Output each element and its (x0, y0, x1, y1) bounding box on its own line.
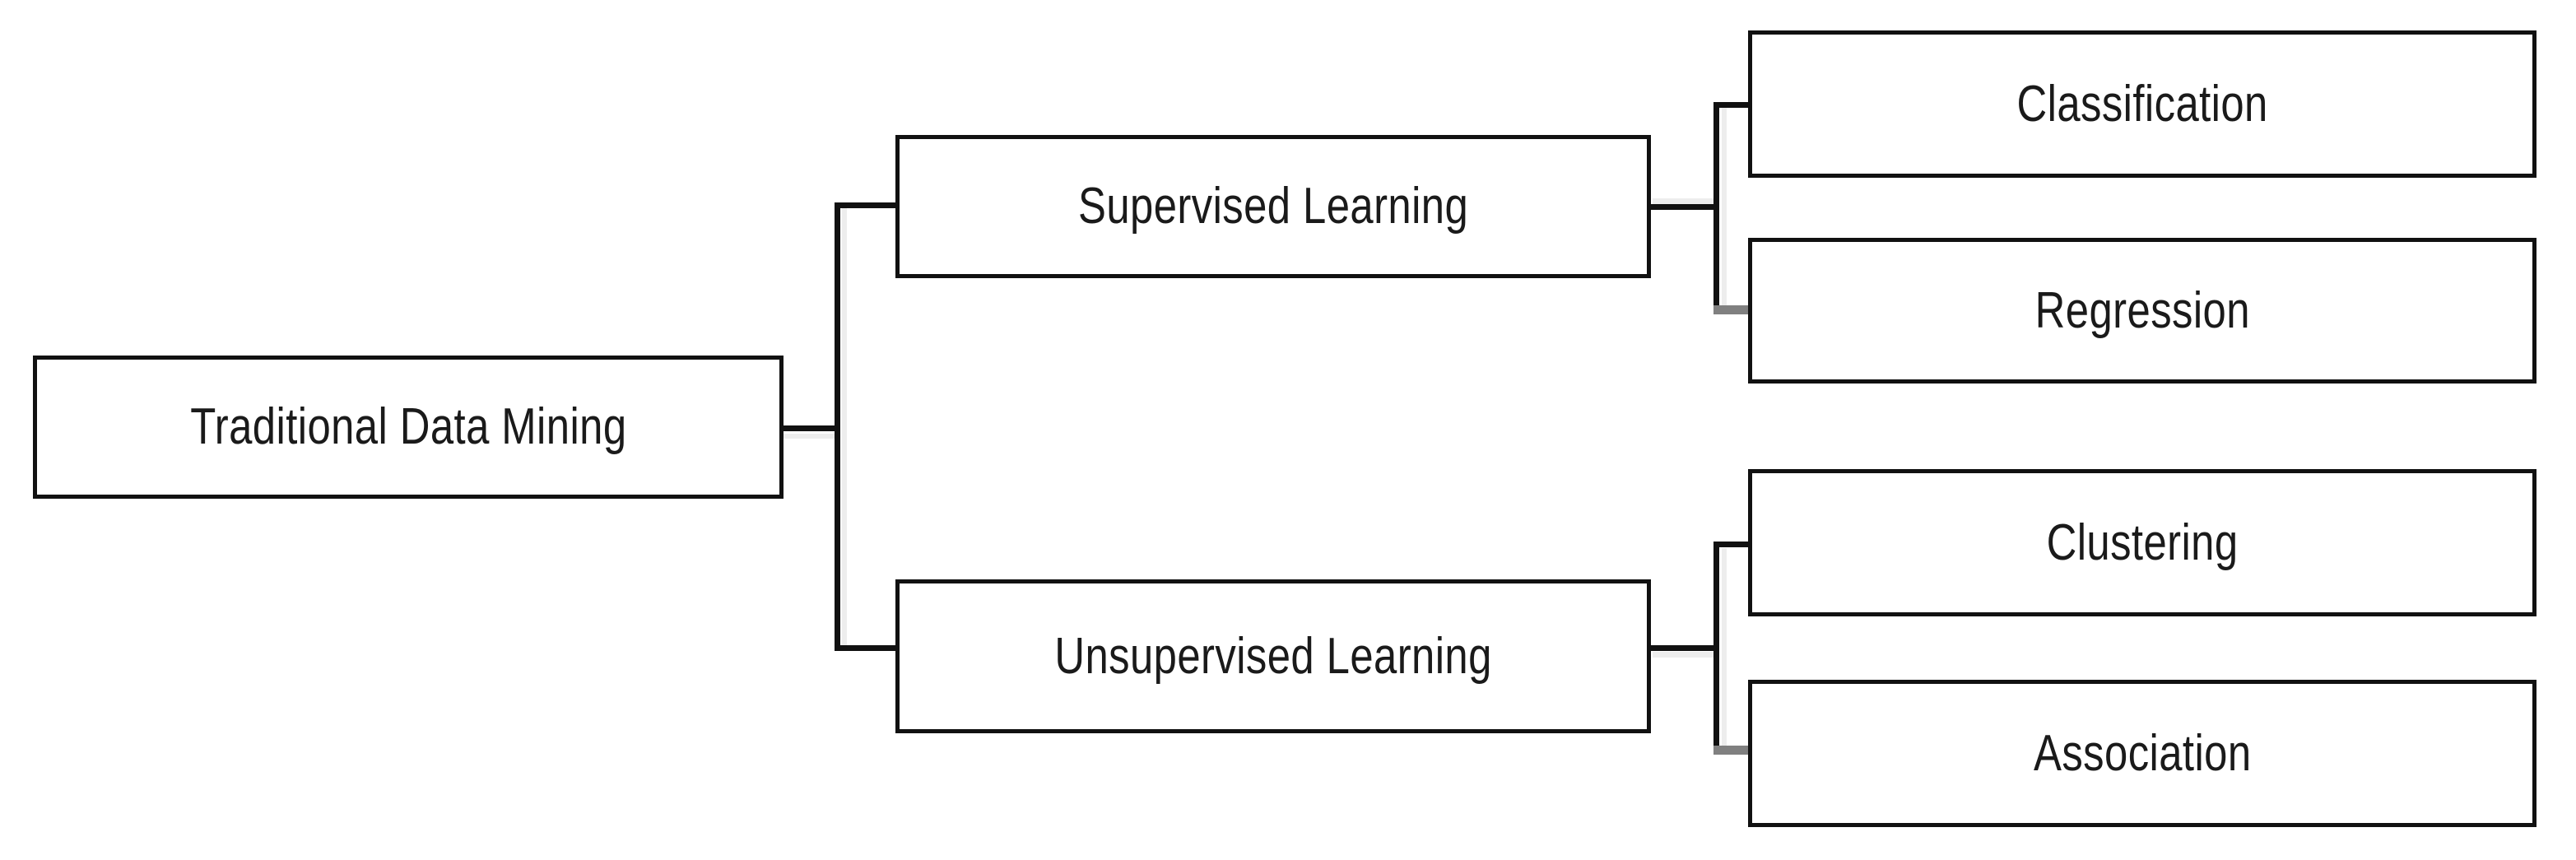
connector-unsupervised-stub (1649, 645, 1718, 651)
connector-supervised-to-regression (1713, 305, 1751, 314)
node-label: Traditional Data Mining (189, 398, 627, 456)
node-label: Classification (2016, 75, 2268, 132)
connector-halo-root-trunk (842, 206, 847, 648)
connector-unsupervised-trunk (1713, 542, 1719, 752)
node-label: Regression (2034, 281, 2250, 339)
connector-supervised-to-classification (1713, 102, 1751, 108)
node-label: Supervised Learning (1077, 178, 1469, 235)
node-supervised-learning[interactable]: Supervised Learning (895, 135, 1651, 278)
node-label: Clustering (2046, 514, 2239, 571)
connector-halo-supervised-stub (1653, 198, 1717, 204)
connector-supervised-trunk (1713, 102, 1719, 311)
node-clustering[interactable]: Clustering (1748, 469, 2536, 616)
connector-root-to-unsupervised (835, 645, 899, 651)
connector-halo-unsupervised-stub (1653, 652, 1717, 658)
node-regression[interactable]: Regression (1748, 238, 2536, 384)
connector-halo-supervised-trunk (1722, 107, 1727, 313)
connector-unsupervised-to-association (1713, 746, 1751, 755)
connector-root-trunk (835, 202, 840, 651)
node-label: Association (2033, 724, 2252, 782)
node-association[interactable]: Association (1748, 680, 2536, 827)
connector-unsupervised-to-clustering (1713, 542, 1751, 547)
connector-supervised-stub (1649, 204, 1718, 210)
connector-root-to-supervised (835, 202, 899, 208)
node-label: Unsupervised Learning (1054, 627, 1492, 685)
connector-root-stub (782, 425, 839, 431)
node-unsupervised-learning[interactable]: Unsupervised Learning (895, 579, 1651, 733)
connector-halo-unsupervised-trunk (1722, 548, 1727, 754)
node-classification[interactable]: Classification (1748, 30, 2536, 178)
connector-halo-root-stub (783, 434, 838, 439)
node-traditional-data-mining[interactable]: Traditional Data Mining (33, 356, 783, 499)
